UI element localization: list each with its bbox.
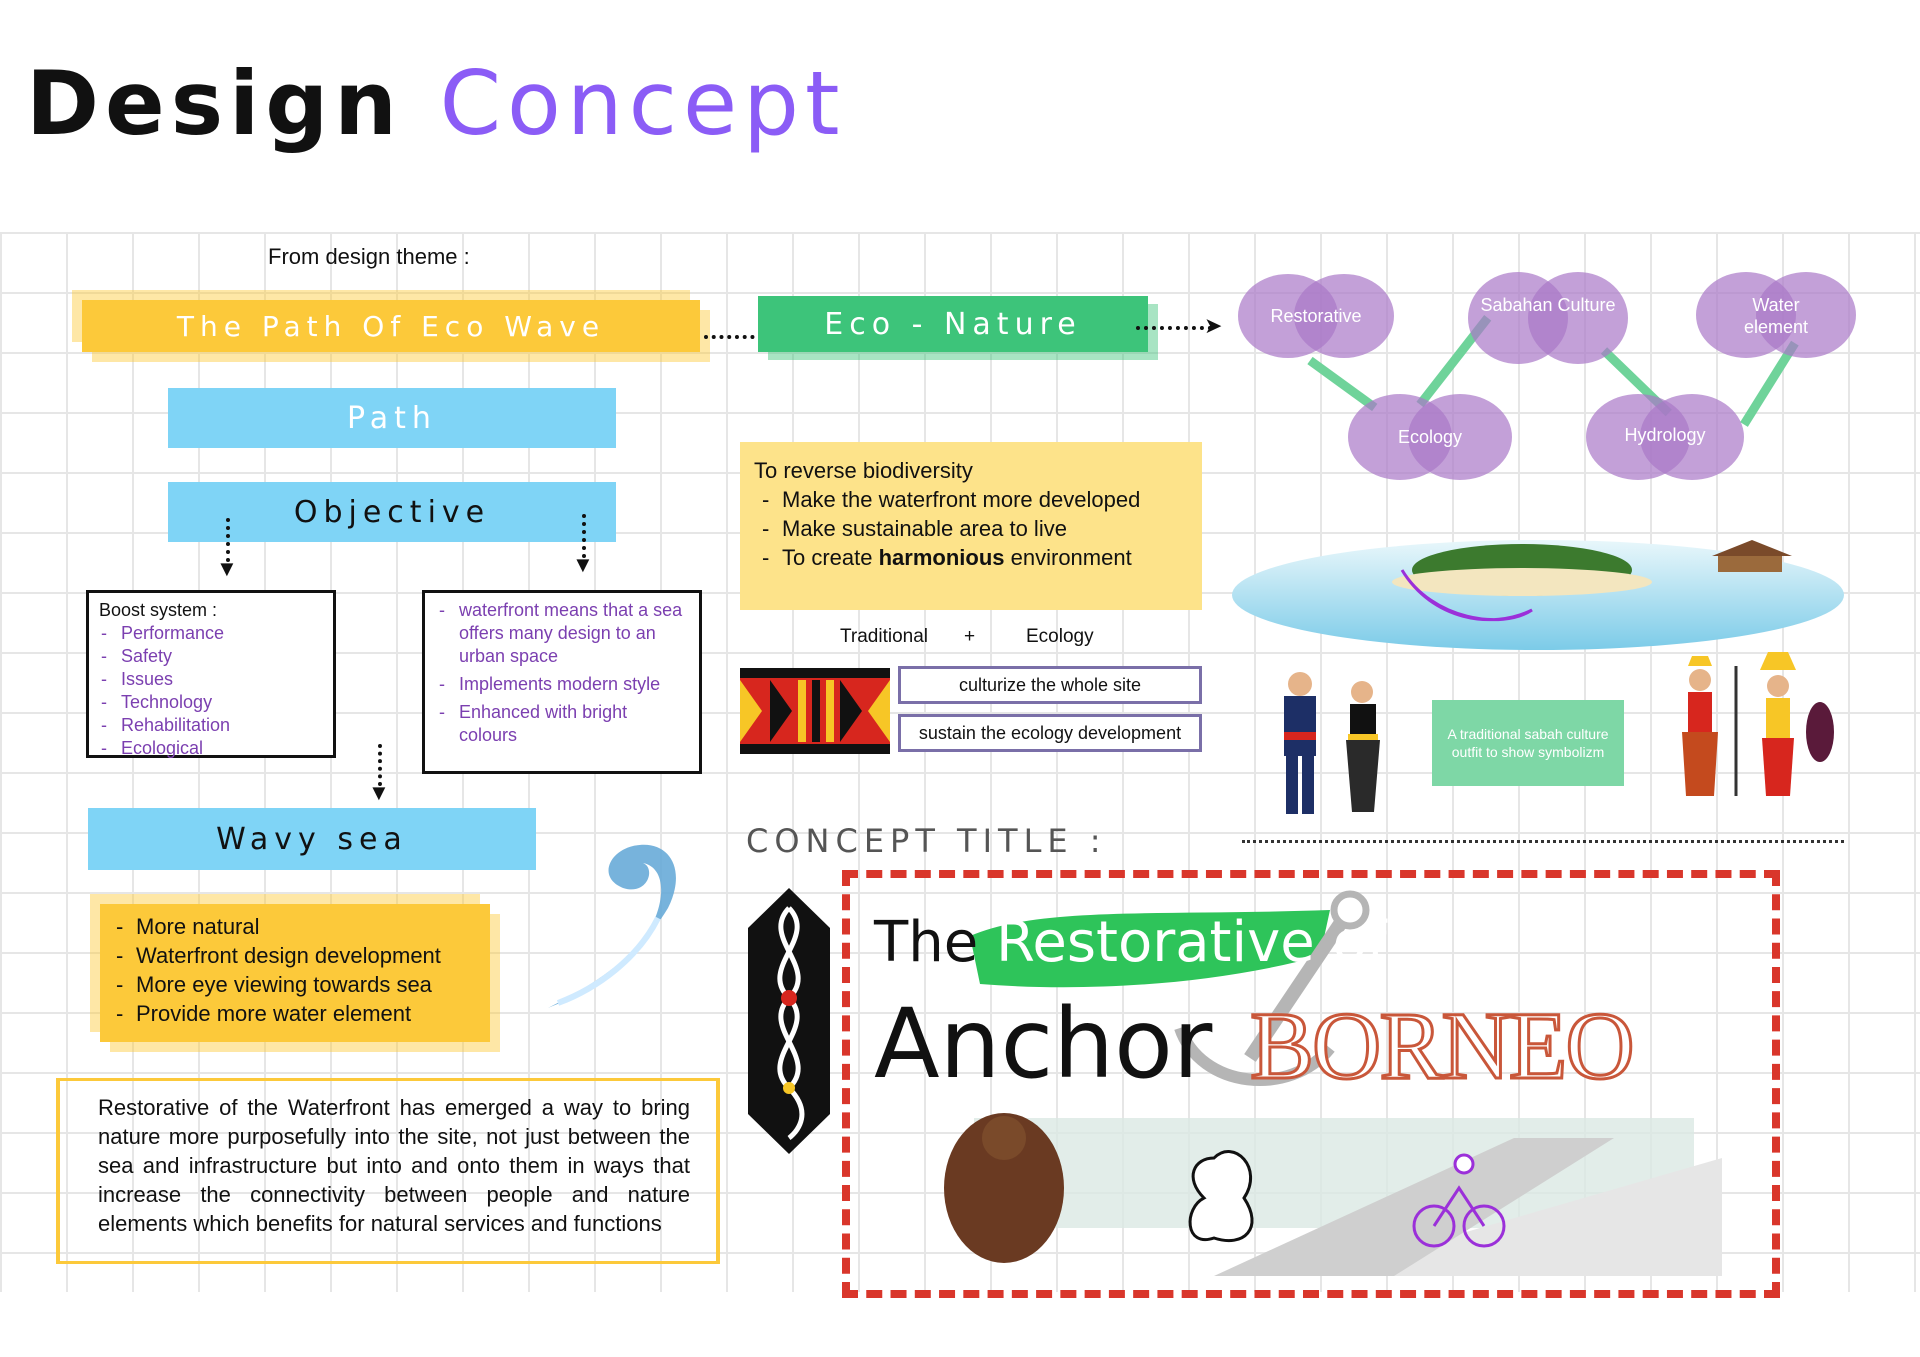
arrow-eco-to-bubbles: [1136, 326, 1212, 330]
list-item: Performance: [99, 622, 323, 645]
plus-label: +: [964, 626, 976, 647]
arrow-down-wavy: [378, 744, 382, 786]
reverse-heading: To reverse biodiversity: [754, 458, 973, 483]
list-item: To create harmonious environment: [760, 543, 1188, 572]
arrowhead-icon: ➤: [1204, 313, 1223, 338]
list-item: Make the waterfront more developed: [760, 485, 1188, 514]
dotted-divider: [1242, 840, 1844, 843]
arrow-down-icon: ▼: [572, 552, 594, 577]
theme-bar: The Path Of Eco Wave: [82, 300, 700, 352]
wavy-points-list: More natural Waterfront design developme…: [114, 912, 476, 1028]
list-item: Issues: [99, 668, 323, 691]
list-item: Rehabilitation: [99, 714, 323, 737]
list-item: Enhanced with bright colours: [437, 701, 687, 747]
objective-bar: Objective: [168, 482, 616, 542]
reverse-last-prefix: To create: [782, 545, 879, 570]
concept-restorative: Restorative of: [995, 910, 1387, 975]
page-title: Design Concept: [26, 52, 846, 155]
bubble-label-ecology: Ecology: [1397, 427, 1463, 447]
sabah-couple-illustration: [1284, 672, 1380, 814]
reverse-box: To reverse biodiversity Make the waterfr…: [740, 442, 1202, 610]
bubble: [1756, 272, 1856, 358]
island-illustration: [1232, 540, 1844, 650]
arrow-down-icon: ▼: [368, 780, 390, 805]
list-item: Implements modern style: [437, 673, 687, 696]
title-design: Design: [26, 52, 403, 155]
boost-heading: Boost system :: [99, 600, 218, 620]
list-item: More natural: [114, 912, 476, 941]
wavy-sea-bar: Wavy sea: [88, 808, 536, 870]
reverse-last-suffix: environment: [1004, 545, 1132, 570]
sabah-note: A traditional sabah culture outfit to sh…: [1432, 700, 1624, 786]
from-theme-label: From design theme :: [268, 244, 470, 269]
wave-illustration: [548, 844, 676, 1008]
bubble-label-hydrology: Hydrology: [1624, 425, 1706, 445]
bubble: [1408, 394, 1512, 480]
eco-nature-bar: Eco - Nature: [758, 296, 1148, 352]
list-item: More eye viewing towards sea: [114, 970, 476, 999]
waterfront-box: waterfront means that a sea offers many …: [422, 590, 702, 774]
title-concept: Concept: [439, 52, 846, 155]
reverse-list: Make the waterfront more developed Make …: [754, 485, 1188, 572]
green-brush-stroke: [970, 910, 1330, 988]
concept-borneo: BORNEO: [1249, 991, 1637, 1101]
list-item: Technology: [99, 691, 323, 714]
list-item: Waterfront design development: [114, 941, 476, 970]
bubble-label-sabahan: Sabahan Culture: [1480, 295, 1616, 315]
sabah-dancers-illustration: [1682, 652, 1834, 796]
sustain-box: sustain the ecology development: [898, 714, 1202, 752]
list-item: Safety: [99, 645, 323, 668]
borneo-motif: [748, 888, 830, 1154]
description-box: Restorative of the Waterfront has emerge…: [56, 1078, 720, 1264]
concept-collage: [944, 1113, 1722, 1276]
bubble: [1294, 274, 1394, 358]
concept-line1: The Restorative of: [874, 910, 1386, 975]
bubble-label-water: Water element: [1743, 295, 1809, 337]
anchor-icon: [1174, 890, 1370, 1086]
bubble: [1640, 394, 1744, 480]
bubble-label-restorative: Restorative: [1270, 306, 1362, 326]
list-item: Make sustainable area to live: [760, 514, 1188, 543]
traditional-pattern: [740, 668, 890, 754]
traditional-label: Traditional: [840, 626, 929, 647]
list-item: Provide more water element: [114, 999, 476, 1028]
bubble: [1528, 272, 1628, 364]
arrow-down-left: [226, 518, 230, 562]
path-bar: Path: [168, 388, 616, 448]
concept-title-label: CONCEPT TITLE :: [746, 822, 1107, 860]
boost-system-box: Boost system : Performance Safety Issues…: [86, 590, 336, 760]
culturize-box: culturize the whole site: [898, 666, 1202, 704]
boost-list: Performance Safety Issues Technology Reh…: [99, 622, 323, 760]
list-item: waterfront means that a sea offers many …: [437, 599, 687, 668]
arrow-down-right: [582, 514, 586, 558]
list-item: Ecological: [99, 737, 323, 760]
arrow-theme-to-eco: [704, 335, 770, 339]
ecology-label: Ecology: [1026, 626, 1094, 647]
arrow-down-icon: ▼: [216, 556, 238, 581]
concept-anchor: Anchor: [874, 988, 1213, 1100]
reverse-last-bold: harmonious: [878, 545, 1005, 570]
waterfront-list: waterfront means that a sea offers many …: [437, 599, 687, 747]
concept-the: The: [874, 910, 979, 975]
wavy-points-box: More natural Waterfront design developme…: [100, 904, 490, 1042]
concept-title-frame: [842, 870, 1780, 1298]
